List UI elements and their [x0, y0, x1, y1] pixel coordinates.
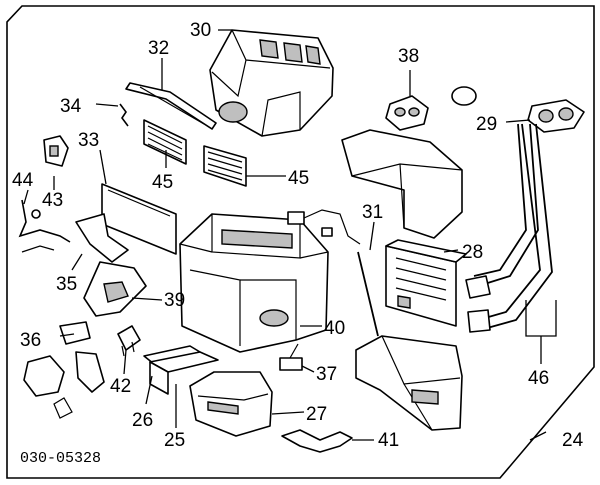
- assembly-frame: [6, 5, 595, 479]
- part-44-sensor-harness: [18, 199, 71, 253]
- part-41-drain-hose: [281, 429, 353, 453]
- part-36-clips: [23, 321, 105, 419]
- label-25: 25: [164, 430, 185, 451]
- label-45-right: 45: [288, 168, 309, 189]
- part-31-seal: [357, 251, 379, 337]
- label-44: 44: [12, 170, 34, 191]
- part-45-grille-right: [203, 145, 247, 187]
- part-42-actuator: [117, 325, 141, 357]
- label-32: 32: [148, 38, 169, 59]
- label-26: 26: [132, 410, 153, 431]
- part-43-bracket: [43, 135, 69, 167]
- part-37-connector: [279, 343, 303, 371]
- part-harness-center: [287, 209, 361, 245]
- part-evaporator-lower-case: [355, 335, 463, 431]
- label-36: 36: [20, 330, 41, 351]
- part-45-grille-left: [143, 119, 187, 165]
- part-40-heater-unit-case: [179, 213, 329, 353]
- label-29: 29: [476, 114, 497, 135]
- label-35: 35: [56, 274, 77, 295]
- label-24: 24: [562, 430, 584, 451]
- label-28: 28: [462, 242, 483, 263]
- part-28-evaporator-core: [385, 239, 467, 327]
- label-33: 33: [78, 130, 99, 151]
- part-25-heater-core: [149, 351, 219, 395]
- part-30-blower-upper-case: [209, 29, 334, 137]
- part-33-filter-panel: [101, 183, 177, 255]
- part-29-pipe-grommet: [527, 99, 585, 133]
- label-31: 31: [362, 202, 383, 223]
- part-46-pipes: [465, 123, 553, 333]
- label-38: 38: [398, 46, 419, 67]
- part-39-duct: [83, 261, 147, 317]
- label-37: 37: [316, 364, 337, 385]
- part-27-lower-cover: [189, 371, 273, 437]
- label-27: 27: [306, 404, 327, 425]
- part-32-filter-strip: [125, 82, 217, 130]
- label-43: 43: [42, 190, 63, 211]
- part-34-clip: [119, 103, 129, 127]
- part-35-bracket: [75, 213, 129, 263]
- label-34: 34: [60, 96, 82, 117]
- leader-lines: [23, 29, 557, 441]
- part-evaporator-upper-cover: [341, 129, 463, 239]
- part-38-grommet: [385, 95, 429, 131]
- diagram-caption: 030-05328: [20, 450, 101, 467]
- label-30: 30: [190, 20, 211, 41]
- label-40: 40: [324, 318, 345, 339]
- label-41: 41: [378, 430, 399, 451]
- label-45-left: 45: [152, 172, 173, 193]
- label-42: 42: [110, 376, 131, 397]
- label-46: 46: [528, 368, 549, 389]
- part-plug: [451, 86, 477, 106]
- label-39: 39: [164, 290, 185, 311]
